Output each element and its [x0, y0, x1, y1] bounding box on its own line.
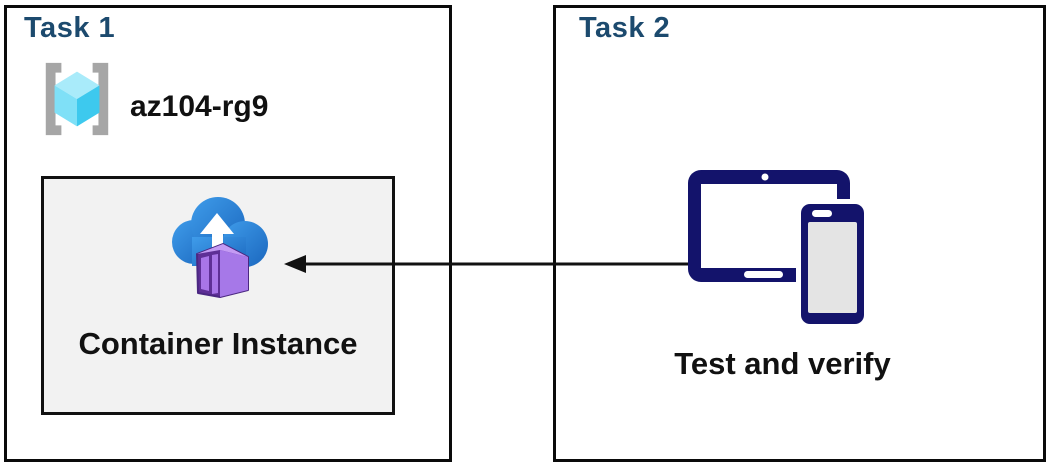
test-and-verify-label: Test and verify [674, 346, 891, 381]
container-instance-label: Container Instance [78, 326, 358, 361]
container-instance-icon [172, 197, 268, 298]
task2-title: Task 2 [579, 12, 671, 44]
resource-group-name: az104-rg9 [130, 90, 269, 123]
phone-shape [796, 199, 869, 329]
task1-title: Task 1 [24, 12, 116, 44]
resource-group-icon [45, 62, 109, 136]
container-box [196, 243, 249, 298]
tablet-phone-icon [688, 170, 869, 329]
